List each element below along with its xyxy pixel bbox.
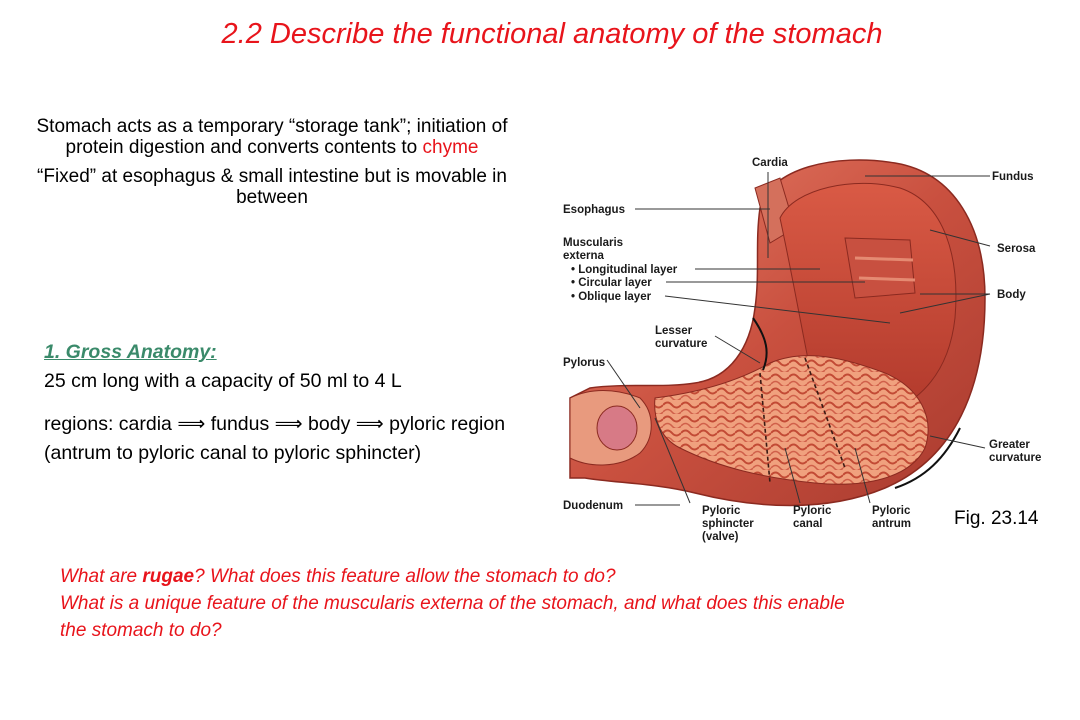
review-questions: What are rugae? What does this feature a… bbox=[60, 563, 860, 644]
label-pyloric-antrum-2: antrum bbox=[872, 518, 911, 530]
question-rugae-pre: What are bbox=[60, 566, 143, 587]
label-lesser-curvature: curvature bbox=[655, 338, 707, 350]
label-duodenum: Duodenum bbox=[563, 500, 623, 512]
label-muscularis: Muscularis bbox=[563, 237, 623, 249]
question-rugae: What are rugae? What does this feature a… bbox=[60, 563, 860, 590]
label-circular-layer: • Circular layer bbox=[571, 277, 652, 289]
label-oblique-layer: • Oblique layer bbox=[571, 291, 652, 303]
stomach-diagram: Cardia Fundus Esophagus Serosa Musculari… bbox=[563, 157, 1041, 543]
label-pyloric-sphincter-3: (valve) bbox=[702, 531, 739, 543]
label-longitudinal-layer: • Longitudinal layer bbox=[571, 264, 678, 276]
question-muscularis: What is a unique feature of the muscular… bbox=[60, 593, 845, 641]
intro-line-storage: Stomach acts as a temporary “storage tan… bbox=[22, 116, 522, 158]
gross-anatomy-section: 1. Gross Anatomy: 25 cm long with a capa… bbox=[44, 338, 524, 468]
gross-anatomy-regions: regions: cardia ⟹ fundus ⟹ body ⟹ pylori… bbox=[44, 413, 506, 464]
label-pylorus: Pylorus bbox=[563, 357, 605, 369]
question-rugae-post: ? What does this feature allow the stoma… bbox=[194, 566, 616, 587]
gross-anatomy-heading: 1. Gross Anatomy: bbox=[44, 341, 217, 363]
label-serosa: Serosa bbox=[997, 243, 1036, 255]
intro-line-fixed: “Fixed” at esophagus & small intestine b… bbox=[37, 166, 507, 208]
chyme-term: chyme bbox=[422, 137, 479, 158]
label-body: Body bbox=[997, 289, 1026, 301]
label-pyloric-canal-1: Pyloric bbox=[793, 505, 832, 517]
label-pyloric-antrum-1: Pyloric bbox=[872, 505, 911, 517]
label-esophagus: Esophagus bbox=[563, 204, 625, 216]
stomach-illustration bbox=[569, 159, 986, 507]
figure-caption: Fig. 23.14 bbox=[954, 508, 1039, 529]
gross-anatomy-length: 25 cm long with a capacity of 50 ml to 4… bbox=[44, 370, 402, 392]
label-lesser: Lesser bbox=[655, 325, 693, 337]
label-pyloric-canal-2: canal bbox=[793, 518, 822, 530]
rugae-term: rugae bbox=[142, 566, 195, 587]
leader-lines bbox=[606, 172, 991, 506]
diagram-labels: Cardia Fundus Esophagus Serosa Musculari… bbox=[563, 157, 1041, 543]
intro-text: Stomach acts as a temporary “storage tan… bbox=[22, 116, 522, 216]
intro-line-storage-text: Stomach acts as a temporary “storage tan… bbox=[36, 116, 508, 158]
label-pyloric-sphincter-2: sphincter bbox=[702, 518, 754, 530]
label-pyloric-sphincter-1: Pyloric bbox=[702, 505, 741, 517]
label-fundus: Fundus bbox=[992, 171, 1034, 183]
label-cardia: Cardia bbox=[752, 157, 788, 169]
label-greater-curvature: curvature bbox=[989, 452, 1041, 464]
slide-title: 2.2 Describe the functional anatomy of t… bbox=[221, 18, 883, 50]
label-greater: Greater bbox=[989, 439, 1030, 451]
label-externa: externa bbox=[563, 250, 605, 262]
